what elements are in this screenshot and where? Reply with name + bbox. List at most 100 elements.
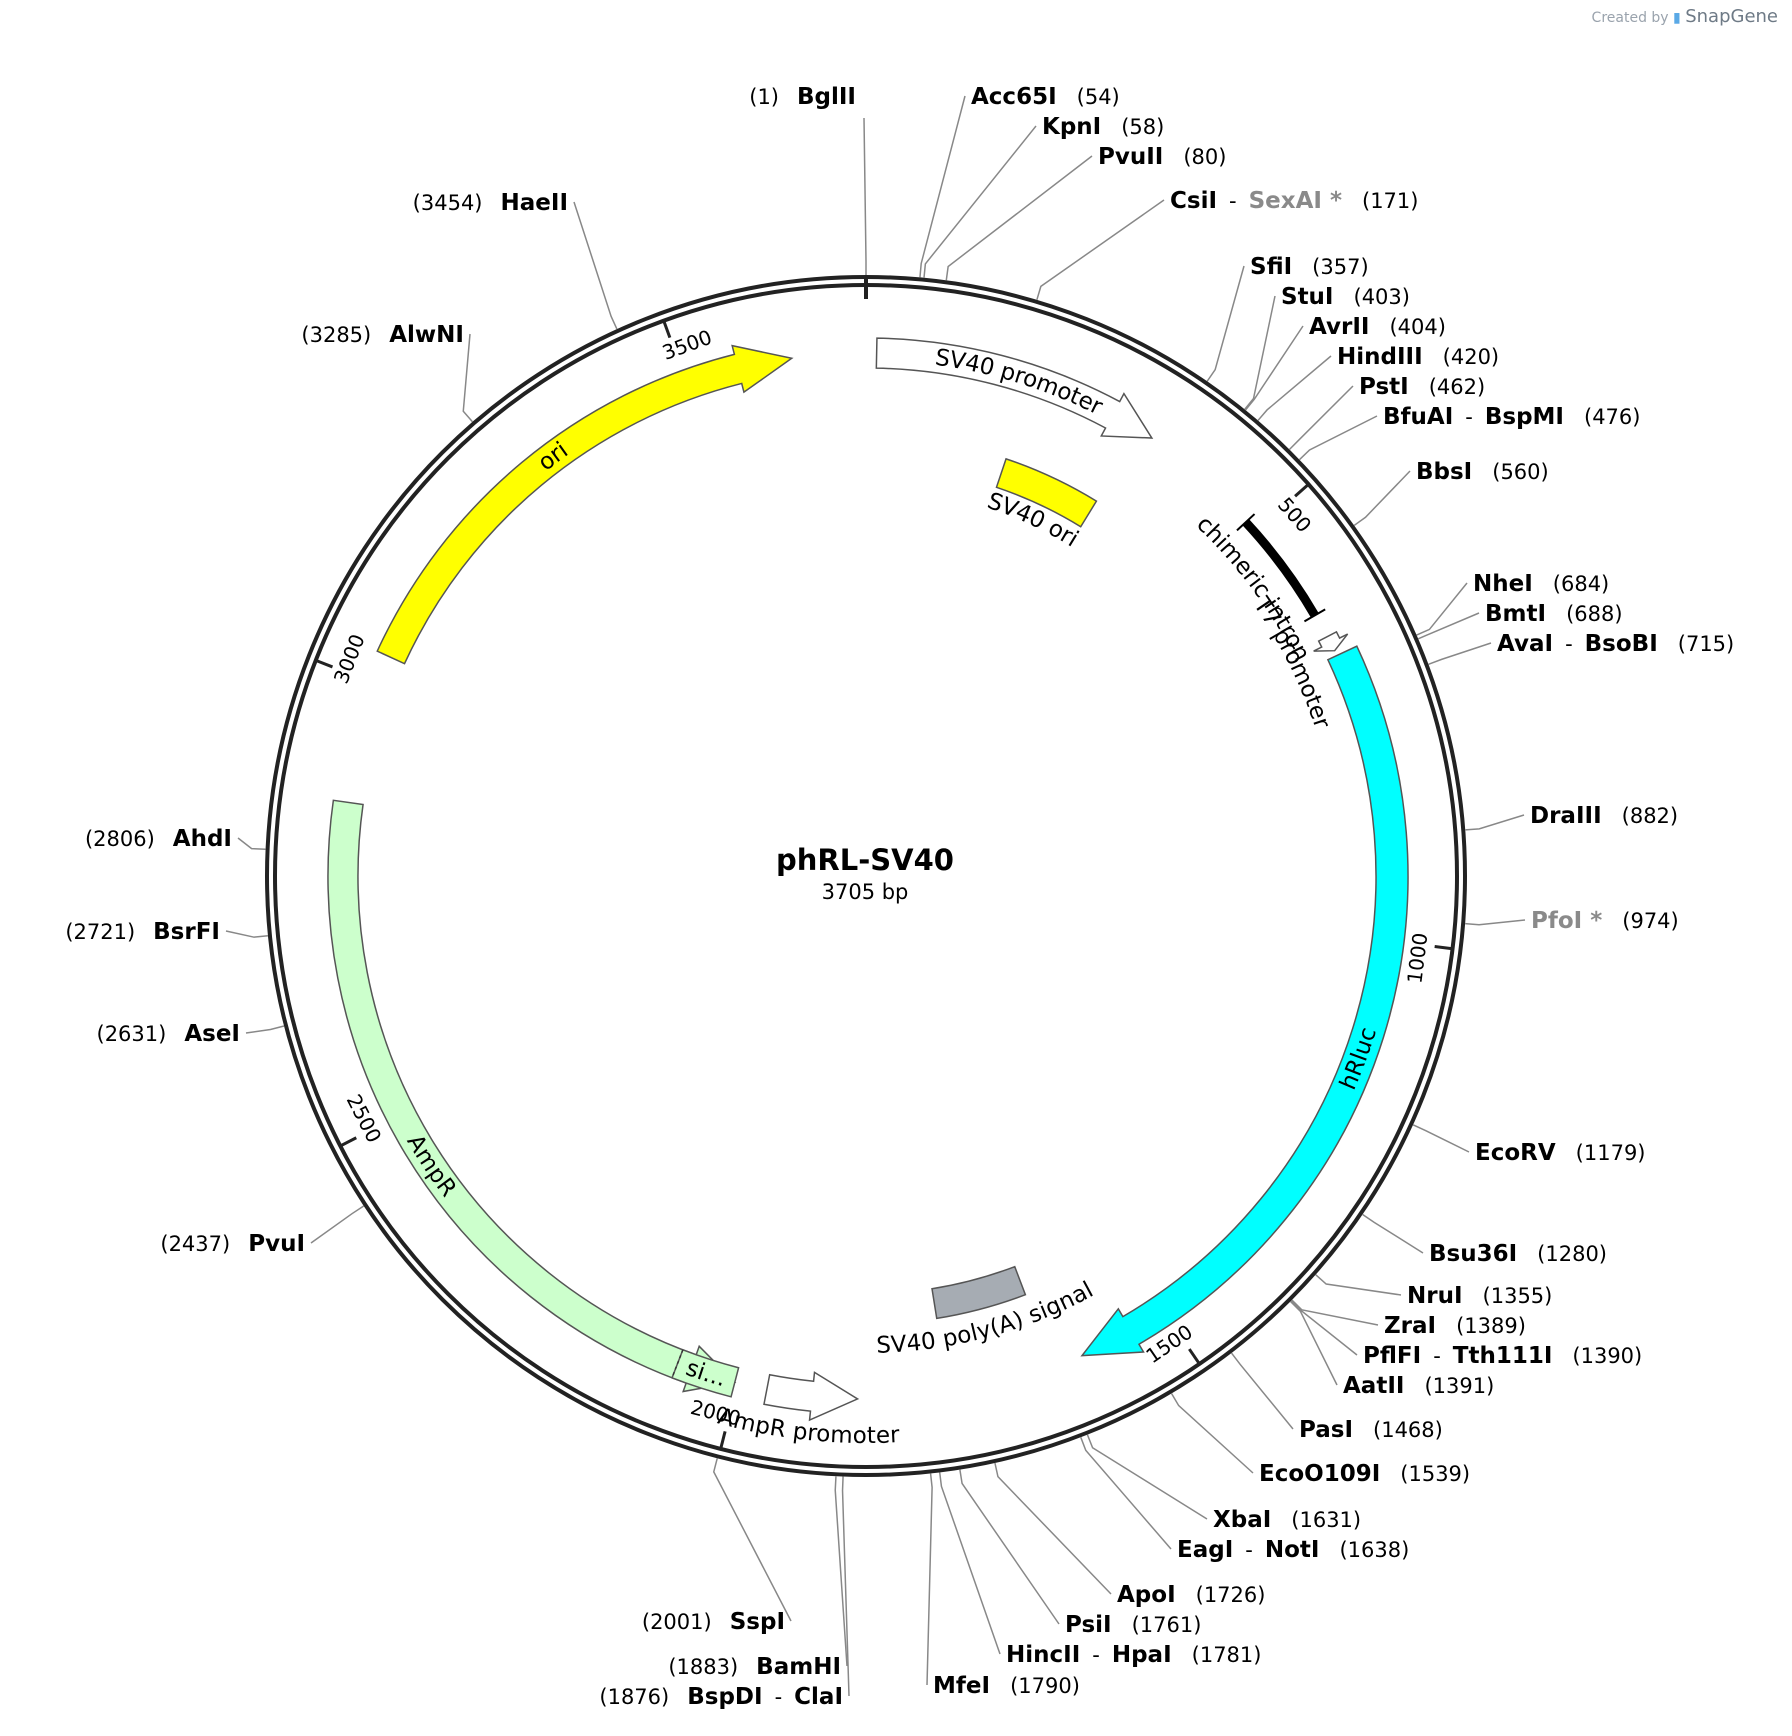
site-kpni[interactable]: KpnI(58) [923,114,1164,278]
site-asei[interactable]: (2631)AseI [97,1021,285,1047]
site-label: (2631)AseI [97,1021,241,1047]
site-pvui[interactable]: (2437)PvuI [160,1205,365,1257]
site-stui[interactable]: StuI(403) [1244,284,1410,410]
site-bfuai[interactable]: BfuAI-BspMI(476) [1298,404,1640,461]
site-leader [1244,295,1276,410]
site-bbsi[interactable]: BbsI(560) [1353,459,1549,527]
feature-chimeric-intron[interactable]: chimeric intron [1098,447,1344,778]
feature-shape [995,457,1098,528]
site-leader [1428,642,1492,666]
feature-shape [671,1348,740,1398]
site-leader [1257,355,1332,421]
site-nhei[interactable]: NheI(684) [1416,571,1610,636]
feature-shape [1313,630,1349,652]
site-sfii[interactable]: SfiI(357) [1206,254,1369,382]
site-csii[interactable]: CsiI-SexAI *(171) [1036,188,1419,301]
feature-ori[interactable]: ori [360,344,883,744]
site-leader [923,125,1037,278]
site-label: AatII(1391) [1343,1373,1494,1399]
site-label: CsiI-SexAI *(171) [1170,188,1418,214]
plasmid-backbone [265,275,1467,1477]
site-mfei[interactable]: MfeI(1790) [926,1473,1080,1699]
site-leader [1416,582,1468,636]
site-bsu36i[interactable]: Bsu36I(1280) [1362,1213,1607,1267]
site-label: XbaI(1631) [1213,1507,1361,1533]
site-label: NheI(684) [1473,571,1609,597]
site-label: HincII-HpaI(1781) [1006,1642,1261,1668]
site-xbai[interactable]: XbaI(1631) [1086,1434,1361,1533]
site-apoi[interactable]: ApoI(1726) [994,1462,1266,1608]
site-leader [994,1462,1112,1595]
site-eagi[interactable]: EagI-NotI(1638) [1080,1437,1410,1563]
site-label: PasI(1468) [1299,1417,1443,1443]
site-leader [237,837,266,851]
site-ahdi[interactable]: (2806)AhdI [85,826,266,852]
site-bglii[interactable]: (1)BglII [749,84,867,275]
site-leader [1206,265,1245,382]
site-leader [712,1458,792,1622]
site-leader [573,201,618,330]
site-label: MfeI(1790) [933,1673,1080,1699]
site-label: EagI-NotI(1638) [1177,1537,1409,1563]
site-leader [1412,1124,1470,1153]
feature-ampr-promoter[interactable]: AmpR promoter [578,1356,1049,1449]
site-leader [834,1476,848,1667]
site-zrai[interactable]: ZraI(1389) [1291,1299,1526,1339]
site-leader [945,155,1093,281]
site-leader [1289,1300,1338,1386]
site-bmti[interactable]: BmtI(688) [1417,601,1623,640]
tick-mark [315,658,334,669]
site-leader [245,1025,285,1034]
site-leader [938,1472,1001,1655]
site-leader [1465,919,1526,926]
site-psii[interactable]: PsiI(1761) [959,1469,1202,1638]
feature-ampr[interactable]: AmpR [327,714,825,1398]
site-haeii[interactable]: (3454)HaeII [413,190,618,330]
site-pfoi[interactable]: PfoI *(974) [1465,908,1679,934]
snapgene-logo-icon: ▮ [1673,10,1681,26]
site-pflfi[interactable]: PflFI-Tth111I(1390) [1290,1300,1642,1369]
site-aatii[interactable]: AatII(1391) [1289,1300,1495,1399]
site-ecoo109i[interactable]: EcoO109I(1539) [1170,1393,1471,1487]
site-bsrfi[interactable]: (2721)BsrFI [65,919,269,945]
site-leader [863,117,867,275]
site-label: ZraI(1389) [1384,1313,1526,1339]
tick-mark [1294,483,1310,498]
site-label: NruI(1355) [1407,1283,1552,1309]
feature-si[interactable]: si... [510,1260,931,1399]
feature-sv40-ori[interactable]: SV40 ori [866,457,1168,623]
site-label: (2001)SspI [642,1609,785,1635]
site-pasi[interactable]: PasI(1468) [1230,1352,1443,1443]
site-leader [1080,1437,1172,1550]
credit-brand: SnapGene [1685,6,1778,27]
tick-label: 3000 [329,631,370,687]
site-label: StuI(403) [1281,284,1410,310]
site-label: KpnI(58) [1042,114,1164,140]
site-nrui[interactable]: NruI(1355) [1315,1274,1553,1309]
site-hincii[interactable]: HincII-HpaI(1781) [938,1472,1262,1668]
site-label: Acc65I(54) [971,84,1120,110]
site-leader [1170,1393,1254,1474]
site-alwni[interactable]: (3285)AlwNI [301,322,474,423]
site-layer: (1)BglII Acc65I(54) KpnI(58) PvuII(80)CsiI-… [65,84,1734,1710]
site-pvuii[interactable]: PvuII(80) [945,144,1226,281]
site-label: BfuAI-BspMI(476) [1383,404,1640,430]
site-acc65i[interactable]: Acc65I(54) [919,84,1120,278]
feature-t7-promoter[interactable]: T7 promoter [1164,500,1349,863]
site-bamhi[interactable]: (1883)BamHI [668,1476,848,1680]
site-avai[interactable]: AvaI-BsoBI(715) [1428,631,1734,666]
site-avrii[interactable]: AvrII(404) [1244,314,1446,411]
site-label: (2721)BsrFI [65,919,220,945]
feature-bar [1242,519,1319,618]
site-sspi[interactable]: (2001)SspI [642,1458,792,1635]
site-draiii[interactable]: DraIII(882) [1465,803,1678,831]
feature-hrluc[interactable]: hRluc [995,574,1409,1386]
site-hindiii[interactable]: HindIII(420) [1257,344,1499,421]
site-label: (2437)PvuI [160,1231,305,1257]
site-label: (1)BglII [749,84,856,110]
site-label: PstI(462) [1359,374,1485,400]
site-psti[interactable]: PstI(462) [1288,374,1485,451]
site-bspdi[interactable]: (1876)BspDI-ClaI [599,1476,850,1710]
site-ecorv[interactable]: EcoRV(1179) [1412,1124,1646,1166]
feature-subdivider [671,1349,684,1379]
